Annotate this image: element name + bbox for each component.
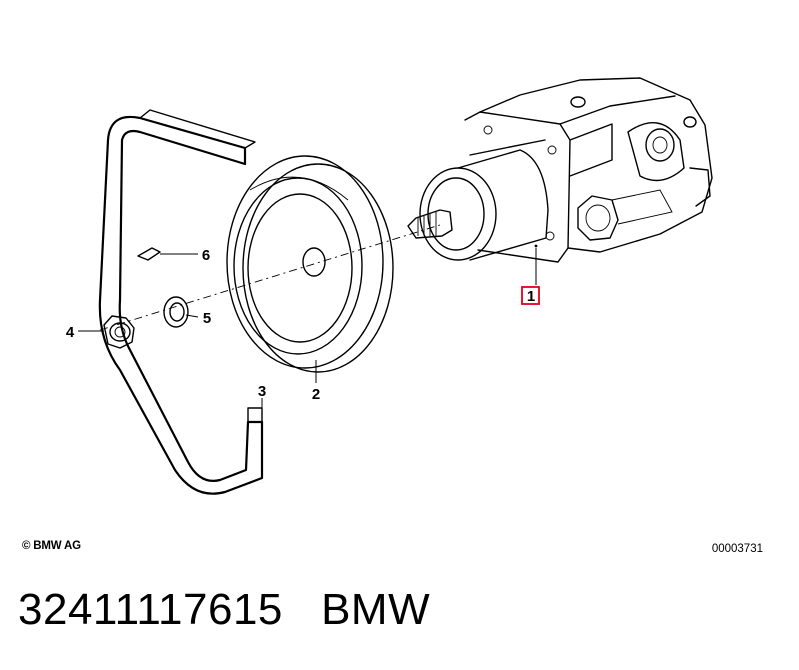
center-axis	[99, 224, 441, 331]
pulley	[226, 155, 394, 373]
part-number: 32411117615	[18, 585, 283, 634]
key	[137, 247, 161, 261]
diagram-id: 00003731	[711, 543, 763, 555]
callout-1-highlight-box	[521, 286, 540, 305]
steering-pump	[407, 77, 713, 263]
v-belt	[98, 109, 264, 495]
copyright-notice: © BMW AG	[22, 540, 81, 552]
callout-2[interactable]: 2	[312, 386, 320, 403]
callout-5[interactable]: 5	[203, 310, 211, 327]
callout-4[interactable]: 4	[66, 324, 75, 341]
callout-1[interactable]: 1	[527, 288, 535, 305]
callout-6[interactable]: 6	[202, 247, 210, 264]
callout-3[interactable]: 3	[258, 383, 266, 400]
brand-name: BMW	[321, 585, 431, 634]
exploded-parts-diagram: 1 2 3 4 5 6	[66, 77, 713, 495]
part-caption: 32411117615 BMW	[18, 585, 430, 635]
nut	[103, 315, 135, 349]
leader-lines	[78, 248, 537, 410]
washer	[163, 296, 189, 328]
